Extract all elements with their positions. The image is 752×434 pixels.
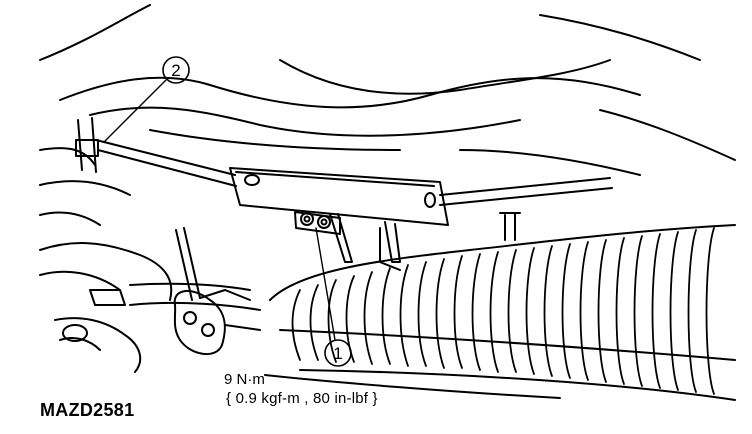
boot-ribs [291, 227, 715, 395]
small-bolt [499, 212, 521, 241]
torque-spec-metric: 9 N·m [224, 371, 265, 388]
mounting-bolts [294, 211, 341, 235]
rubber-hanger [173, 227, 261, 355]
callout-2-number: 2 [171, 61, 180, 80]
floor-pan [39, 4, 736, 176]
cable-rod [75, 117, 613, 206]
left-structure [39, 147, 261, 373]
callout-1-number: 1 [333, 344, 342, 363]
torque-spec-alternate: { 0.9 kgf-m , 80 in-lbf } [226, 390, 378, 407]
bracket [229, 167, 449, 271]
callout-2: 2 [103, 56, 190, 143]
steering-boot [264, 224, 736, 401]
callout-1: 1 [315, 227, 352, 367]
figure-code: MAZD2581 [40, 400, 135, 420]
